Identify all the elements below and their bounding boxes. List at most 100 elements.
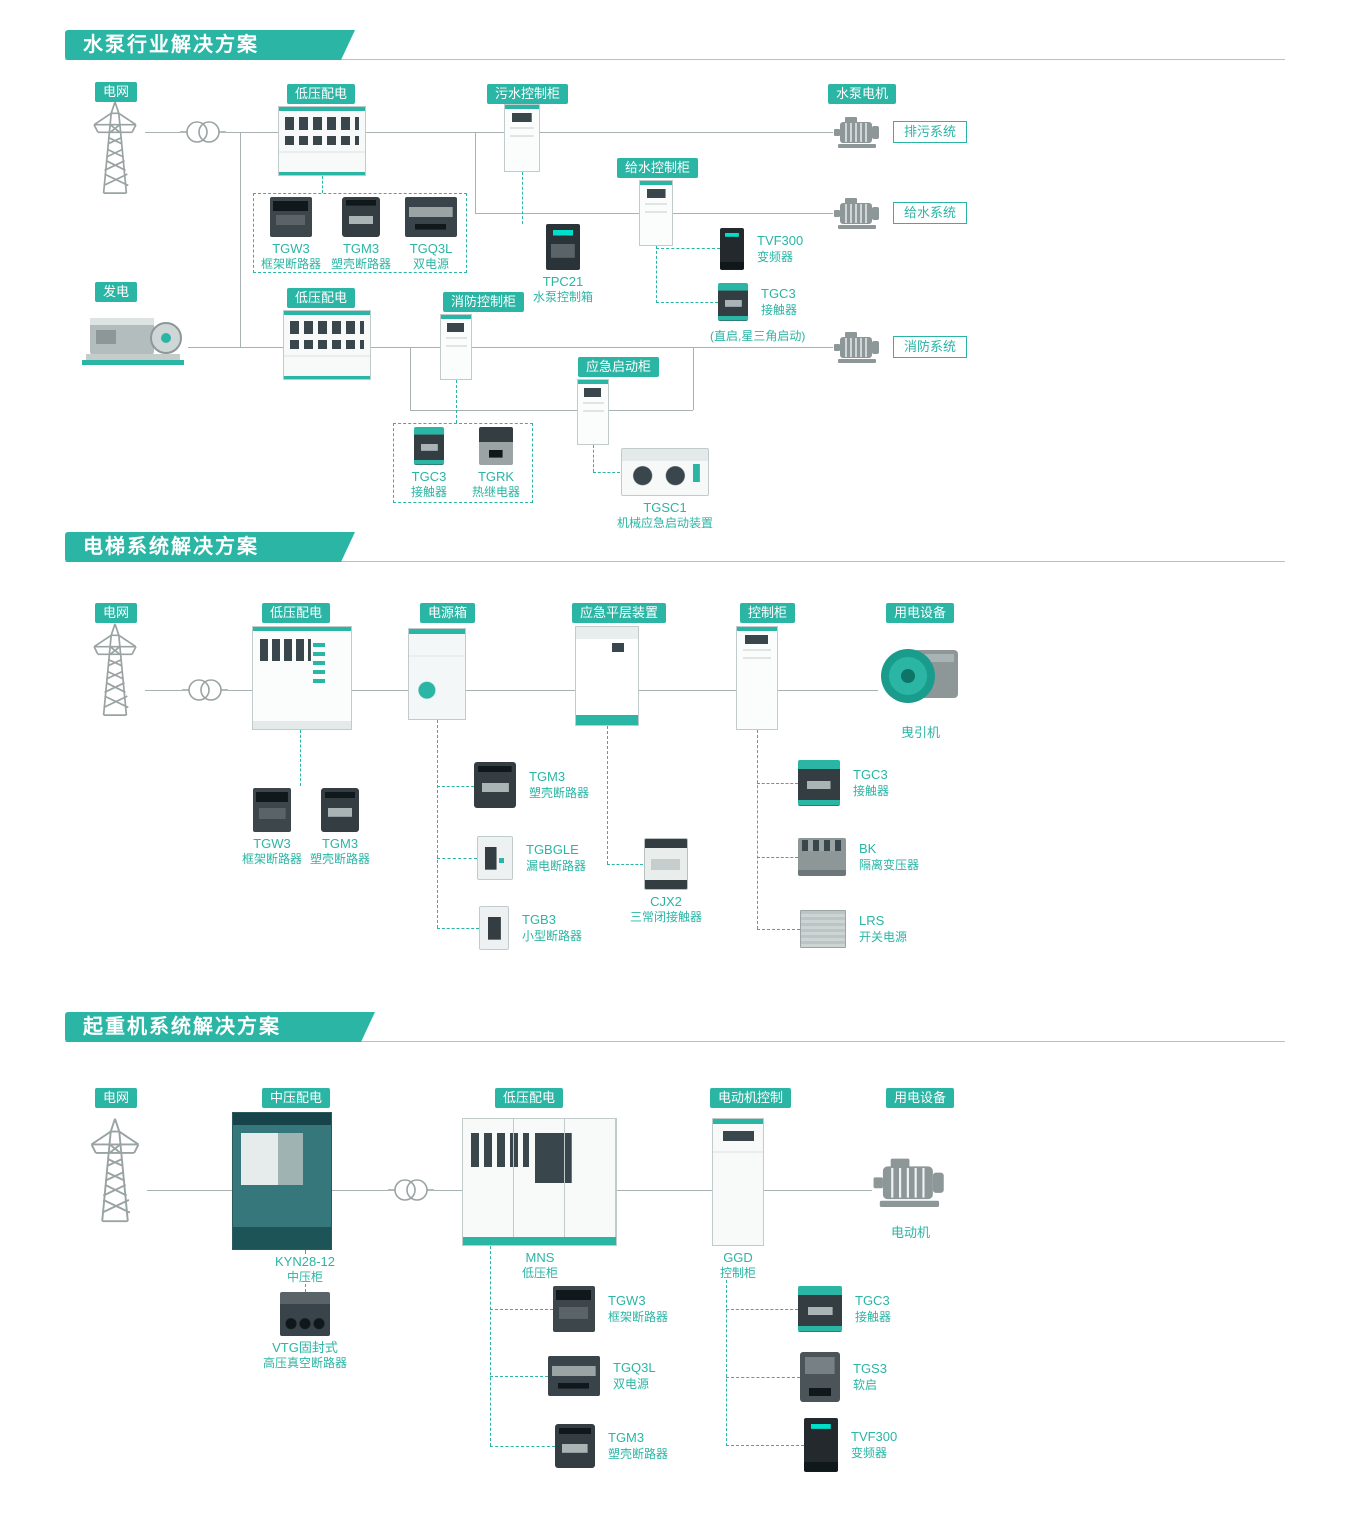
- section3-rule: [65, 1041, 1285, 1042]
- product-labels: TGW3 框架断路器: [608, 1293, 668, 1325]
- product-name: LRS: [859, 913, 885, 928]
- product-desc: 三常闭接触器: [629, 910, 702, 924]
- product-desc: 水泵控制箱: [532, 290, 593, 304]
- product-labels: TGC3 接触器: [855, 1293, 891, 1325]
- product-desc: 双电源: [412, 257, 449, 271]
- contactor-image: [798, 1286, 842, 1332]
- emergency-start-cabinet-image: [577, 379, 609, 445]
- vacuum-breaker-image: [280, 1292, 330, 1336]
- product-name: TGBGLE: [526, 842, 579, 857]
- soft-starter-image: [800, 1352, 840, 1402]
- cabinet-name: MNS: [525, 1250, 555, 1265]
- vfd-image: [720, 228, 744, 270]
- product-desc: 热继电器: [471, 485, 520, 499]
- caption-kyn28-cabinet: KYN28-12 中压柜: [262, 1254, 348, 1285]
- lv-switchgear-image: [462, 1118, 617, 1246]
- electric-motor-icon: [872, 1150, 950, 1214]
- transmission-tower-icon: [83, 1106, 147, 1234]
- dashed-connector: [490, 1446, 555, 1447]
- product-desc: 双电源: [613, 1377, 650, 1391]
- label-load-equipment: 用电设备: [886, 1088, 955, 1108]
- connector-line: [617, 1190, 712, 1191]
- product-labels: TGC3 接触器: [761, 286, 797, 318]
- dashed-connector: [656, 246, 657, 303]
- section3-banner: 起重机系统解决方案: [65, 1012, 375, 1042]
- transmission-tower-icon: [85, 622, 145, 717]
- motor-control-cabinet-image: [712, 1118, 764, 1246]
- label-lv-distribution: 低压配电: [287, 288, 356, 308]
- dashed-connector: [607, 726, 608, 864]
- product-lrs: LRS 开关电源: [800, 910, 907, 948]
- product-desc: 框架断路器: [608, 1310, 669, 1324]
- product-cjx2: CJX2 三常闭接触器: [621, 838, 711, 925]
- traction-machine-caption: 曳引机: [901, 725, 941, 740]
- lv-switchgear-image: [283, 310, 371, 380]
- product-tvf300: TVF300 变频器: [804, 1418, 897, 1472]
- dashed-connector: [593, 445, 594, 472]
- connector-line: [188, 347, 283, 348]
- connector-line: [228, 690, 252, 691]
- connector-line: [332, 1190, 388, 1191]
- switching-psu-image: [800, 910, 846, 948]
- product-name: BK: [859, 841, 877, 856]
- product-name: TGSC1: [643, 500, 687, 515]
- dashed-connector: [305, 1248, 306, 1254]
- pump-control-box-image: [546, 224, 580, 270]
- connector-line: [778, 690, 878, 691]
- frame-breaker-image: [553, 1286, 595, 1332]
- connector-line: [145, 690, 182, 691]
- control-cabinet-image: [736, 626, 778, 730]
- label-power-box: 电源箱: [420, 603, 476, 623]
- product-desc: 软启: [853, 1378, 878, 1392]
- product-tgsc1: TGSC1 机械应急启动装置: [609, 448, 721, 531]
- traction-machine-icon: [878, 634, 964, 714]
- product-labels: TGQ3L 双电源: [613, 1360, 656, 1392]
- contactor-image: [718, 283, 748, 321]
- pump-motor-icon: [833, 194, 883, 232]
- mcb-image: [479, 906, 509, 950]
- dashed-connector: [437, 720, 438, 928]
- product-labels: LRS 开关电源: [859, 913, 907, 945]
- dashed-connector: [757, 857, 798, 858]
- product-name: TGQ3L: [409, 241, 453, 256]
- cabinet-name: GGD: [723, 1250, 753, 1265]
- lv-switchgear-image: [278, 106, 366, 176]
- system-box-supply: 给水系统: [893, 202, 968, 224]
- electric-motor-caption: 电动机: [891, 1225, 931, 1240]
- label-leveling-device: 应急平层装置: [572, 603, 667, 623]
- transmission-tower-icon: [85, 100, 145, 195]
- dashed-connector: [757, 783, 798, 784]
- connector-line: [764, 1190, 872, 1191]
- label-power-grid: 电网: [95, 1088, 138, 1108]
- product-vtg: VTG固封式 高压真空断路器: [252, 1292, 358, 1371]
- label-sewage-cabinet: 污水控制柜: [487, 84, 569, 104]
- product-desc: 框架断路器: [260, 257, 321, 271]
- mccb-image: [474, 762, 516, 808]
- dashed-connector: [757, 730, 758, 929]
- dashed-connector: [490, 1246, 491, 1446]
- frame-breaker-image: [253, 788, 291, 832]
- label-control-cabinet: 控制柜: [740, 603, 796, 623]
- product-tgbgle: TGBGLE 漏电断路器: [477, 836, 586, 880]
- product-tgw3: TGW3 框架断路器: [256, 197, 326, 272]
- product-name: TGB3: [522, 912, 556, 927]
- dashed-connector: [656, 302, 718, 303]
- rcbo-image: [477, 836, 513, 880]
- transformer-icon: [182, 677, 228, 703]
- contactor-relay-dashed-box: [393, 423, 533, 503]
- dashed-connector: [490, 1376, 548, 1377]
- dashed-connector: [757, 929, 800, 930]
- dashed-connector: [726, 1445, 804, 1446]
- dashed-connector: [607, 864, 643, 865]
- label-fire-cabinet: 消防控制柜: [443, 292, 525, 312]
- product-desc: 变频器: [851, 1446, 888, 1460]
- transformer-icon: [180, 119, 226, 145]
- pump-motor-icon: [833, 113, 883, 151]
- connector-line: [410, 347, 411, 410]
- product-tgm3: TGM3 塑壳断路器: [326, 197, 396, 272]
- product-name: VTG固封式: [272, 1340, 338, 1355]
- leveling-device-image: [575, 626, 639, 726]
- section2-rule: [65, 561, 1285, 562]
- product-tgq3l: TGQ3L 双电源: [396, 197, 466, 272]
- product-tgm3: TGM3 塑壳断路器: [555, 1424, 668, 1468]
